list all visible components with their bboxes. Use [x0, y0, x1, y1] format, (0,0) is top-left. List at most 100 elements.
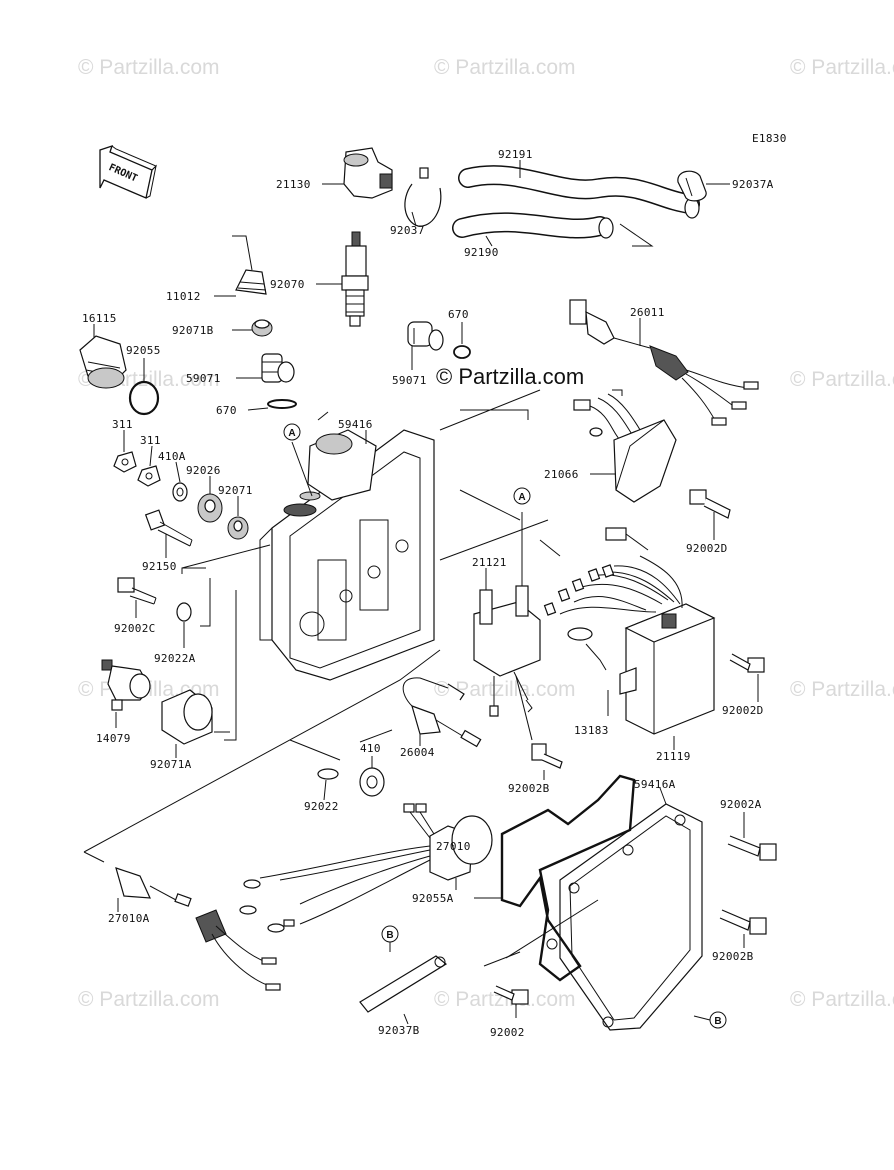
part-number-label: 92022A	[154, 652, 196, 665]
svg-text:A: A	[288, 428, 295, 439]
grommet-icon	[227, 516, 249, 540]
watermark: © Partzilla.com	[434, 988, 576, 1011]
callout-a: A	[513, 487, 531, 505]
strap-band-icon	[359, 955, 448, 1013]
bolt-icon	[719, 909, 767, 935]
ignition-coil-icon	[473, 512, 541, 717]
pressure-switch-icon	[101, 659, 151, 711]
part-number-label: 92002B	[712, 950, 754, 963]
part-number-label: 92191	[498, 148, 533, 161]
part-number-label: 92037B	[378, 1024, 420, 1037]
washer-icon	[176, 602, 192, 622]
washer-icon	[172, 482, 188, 502]
cable-connector-icon	[115, 867, 281, 991]
cylinder-cap-icon	[161, 689, 213, 745]
part-number-label: 13183	[574, 724, 609, 737]
bolt-icon	[117, 577, 157, 605]
fitting-icon	[261, 353, 295, 383]
watermark-center: © Partzilla.com	[436, 364, 584, 389]
part-number-label: 59416A	[634, 778, 676, 791]
nut-icon	[137, 465, 161, 487]
part-number-label: 92002	[490, 1026, 525, 1039]
bolt-icon	[729, 653, 765, 673]
washer-icon	[359, 767, 385, 797]
part-number-label: 59071	[186, 372, 221, 385]
temp-sensor-icon	[402, 677, 482, 748]
part-number-label: 59071	[392, 374, 427, 387]
part-number-label: 27010A	[108, 912, 150, 925]
watermark: © Partzilla.com	[790, 988, 894, 1011]
bolt-icon	[531, 743, 563, 769]
part-number-label: 92037A	[732, 178, 774, 191]
watermark: © Partzilla.com	[790, 56, 894, 79]
spark-plug-cap-icon	[343, 147, 393, 199]
part-number-label: 26011	[630, 306, 665, 319]
cap-icon	[232, 235, 267, 295]
fitting-icon	[407, 321, 444, 351]
washer-icon	[317, 768, 339, 780]
grommet-icon	[197, 493, 223, 523]
svg-text:A: A	[518, 492, 525, 503]
spark-plug-icon	[341, 231, 369, 327]
svg-text:B: B	[714, 1016, 721, 1027]
part-number-label: 14079	[96, 732, 131, 745]
sensor-icon	[569, 299, 759, 426]
watermark: © Partzilla.com	[434, 56, 576, 79]
part-number-label: 92026	[186, 464, 221, 477]
nut-icon	[113, 451, 137, 473]
callout-b: B	[381, 925, 399, 952]
cdi-box-icon	[543, 527, 716, 735]
part-number-label: 92002D	[722, 704, 764, 717]
part-number-label: 410	[360, 742, 381, 755]
gasket-icon	[500, 774, 636, 982]
part-number-label: 92190	[464, 246, 499, 259]
relay-icon	[239, 803, 493, 933]
hose-clamp-icon	[677, 170, 707, 202]
part-number-label: 21066	[544, 468, 579, 481]
grommet-icon	[251, 319, 273, 337]
part-number-label: 410A	[158, 450, 186, 463]
watermark-group: © Partzilla.com © Partzilla.com © Partzi…	[78, 56, 894, 1011]
part-number-label: 92037	[390, 224, 425, 237]
part-number-label: 92055	[126, 344, 161, 357]
part-number-label: 92150	[142, 560, 177, 573]
part-labels: 21130 92191 92037A 92037 92190 11012 920…	[82, 148, 774, 1039]
o-ring-icon	[453, 345, 471, 359]
diagram-code: E1830	[752, 132, 787, 145]
part-number-label: 59416	[338, 418, 373, 431]
bolt-icon	[727, 835, 777, 861]
part-number-label: 92002B	[508, 782, 550, 795]
clamp-icon	[404, 167, 442, 227]
part-number-label: 21119	[656, 750, 691, 763]
part-number-label: 92002D	[686, 542, 728, 555]
bolt-icon	[493, 985, 529, 1005]
watermark: © Partzilla.com	[78, 56, 220, 79]
part-number-label: 11012	[166, 290, 201, 303]
watermark: © Partzilla.com	[78, 988, 220, 1011]
part-number-label: 92022	[304, 800, 339, 813]
part-number-label: 670	[216, 404, 237, 417]
part-number-label: 92002A	[720, 798, 762, 811]
part-number-label: 92071A	[150, 758, 192, 771]
watermark: © Partzilla.com	[790, 368, 894, 391]
bolt-icon	[689, 489, 731, 519]
part-number-label: 21130	[276, 178, 311, 191]
part-number-label: 92070	[270, 278, 305, 291]
part-number-label: 92002C	[114, 622, 156, 635]
front-arrow-icon: FRONT	[99, 144, 157, 199]
watermark: © Partzilla.com	[434, 678, 576, 701]
part-number-label: 92055A	[412, 892, 454, 905]
part-number-label: 92071	[218, 484, 253, 497]
regulator-icon	[573, 389, 677, 503]
bolt-icon	[144, 509, 193, 547]
part-number-label: 16115	[82, 312, 117, 325]
part-number-label: 670	[448, 308, 469, 321]
part-number-label: 311	[112, 418, 133, 431]
part-number-label: 26004	[400, 746, 435, 759]
callout-a: A	[283, 423, 301, 441]
threaded-plug-icon	[79, 335, 127, 389]
part-number-label: 311	[140, 434, 161, 447]
svg-text:B: B	[386, 930, 393, 941]
cylinder-head-icon	[259, 429, 435, 681]
